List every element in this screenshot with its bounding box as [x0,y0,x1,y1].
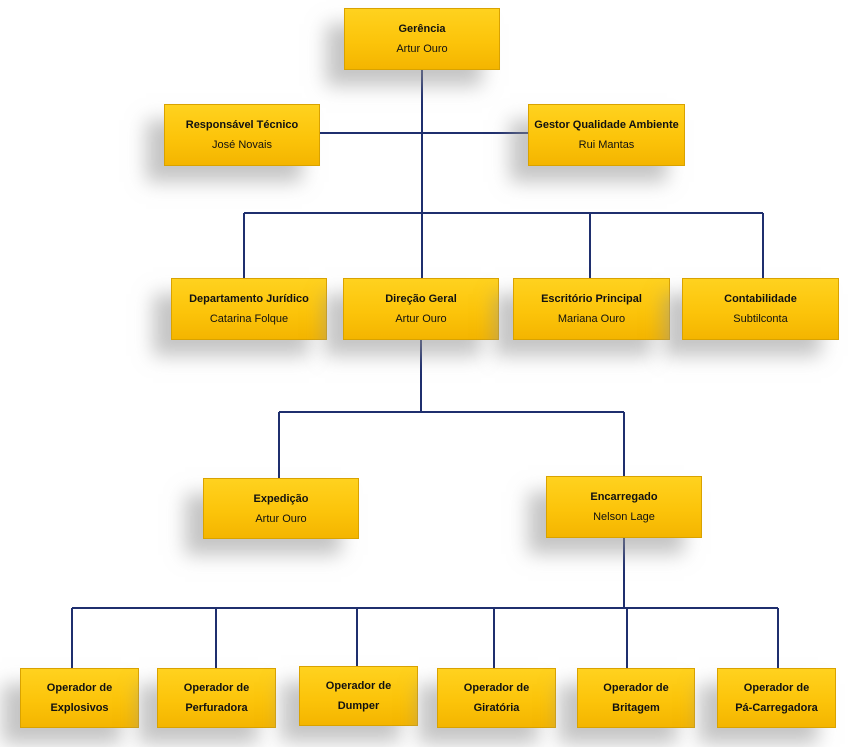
node-contabilidade: Contabilidade Subtilconta [682,278,839,340]
node-operador-britagem: Operador de Britagem [577,668,695,728]
node-title: Gestor Qualidade Ambiente [534,119,679,131]
node-departamento-juridico: Departamento Jurídico Catarina Folque [171,278,327,340]
node-operador-pa-carregadora: Operador de Pá-Carregadora [717,668,836,728]
node-person: Catarina Folque [209,313,289,325]
node-responsavel-tecnico: Responsável Técnico José Novais [164,104,320,166]
node-gerencia: Gerência Artur Ouro [344,8,500,70]
node-operador-dumper: Operador de Dumper [299,666,418,726]
node-person: Subtilconta [733,313,788,325]
node-title-line1: Operador de [46,682,113,694]
node-title-line1: Operador de [743,682,810,694]
node-title-line2: Perfuradora [185,702,248,714]
node-operador-giratoria: Operador de Giratória [437,668,556,728]
node-title-line2: Britagem [612,702,660,714]
node-expedicao: Expedição Artur Ouro [203,478,359,539]
node-title: Encarregado [590,491,658,503]
node-person: Artur Ouro [395,313,447,325]
node-title: Departamento Jurídico [189,293,309,305]
node-title-line2: Explosivos [50,702,109,714]
node-direcao-geral: Direção Geral Artur Ouro [343,278,499,340]
node-title: Contabilidade [724,293,797,305]
node-person: Rui Mantas [578,139,635,151]
node-title-line1: Operador de [463,682,530,694]
node-title-line1: Operador de [603,682,669,694]
node-person: José Novais [212,139,272,151]
node-title: Direção Geral [385,293,457,305]
node-title-line1: Operador de [183,682,250,694]
node-operador-perfuradora: Operador de Perfuradora [157,668,276,728]
node-encarregado: Encarregado Nelson Lage [546,476,702,538]
node-title-line1: Operador de [325,680,392,692]
node-escritorio-principal: Escritório Principal Mariana Ouro [513,278,670,340]
node-title: Escritório Principal [541,293,642,305]
node-title: Gerência [398,23,446,35]
node-person: Nelson Lage [593,511,655,523]
node-person: Artur Ouro [396,43,448,55]
node-title-line2: Dumper [337,700,380,712]
node-title: Responsável Técnico [185,119,299,131]
node-title-line2: Giratória [473,702,520,714]
node-gestor-qualidade-ambiente: Gestor Qualidade Ambiente Rui Mantas [528,104,685,166]
node-person: Artur Ouro [255,512,307,525]
node-operador-explosivos: Operador de Explosivos [20,668,139,728]
node-title: Expedição [253,492,309,505]
node-title-line2: Pá-Carregadora [735,702,818,714]
node-person: Mariana Ouro [557,313,626,325]
